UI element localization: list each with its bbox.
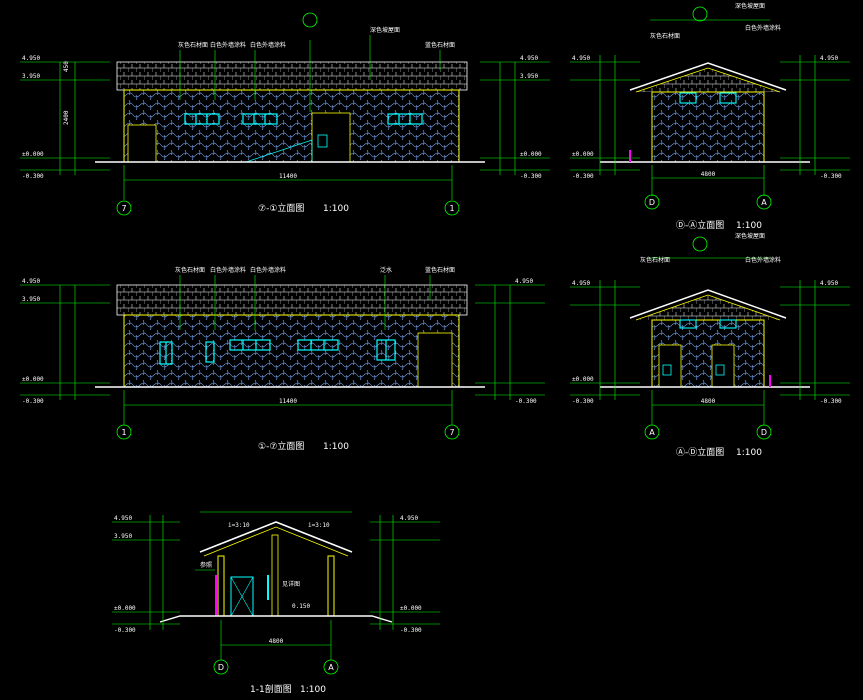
- section-elev-roof: 4.950: [114, 515, 132, 522]
- front-dim-3: 2400: [63, 110, 70, 125]
- side-left-width: 4800: [701, 398, 716, 405]
- side-right-elev-outdoor-r: -0.300: [820, 173, 842, 180]
- front-elev-ground: ±0.000: [22, 151, 44, 158]
- front-scale: 1:100: [323, 204, 349, 214]
- front-title: ⑦-①立面图: [258, 202, 304, 214]
- front-elev-roof-r: 4.950: [520, 55, 538, 62]
- section-elev-ground-r: ±0.000: [400, 605, 422, 612]
- front-total-width: 11400: [279, 173, 297, 180]
- front-note-1: 灰色石材面: [178, 41, 208, 49]
- section-elev-roof-r: 4.950: [400, 515, 418, 522]
- back-elev-ground: ±0.000: [22, 376, 44, 383]
- side-right-axis-right: A: [761, 198, 767, 207]
- back-elev-outdoor: -0.300: [22, 398, 44, 405]
- section-elev-ground: ±0.000: [114, 605, 136, 612]
- front-dim-1: 450: [63, 61, 70, 72]
- section-width: 4800: [269, 638, 284, 645]
- side-left-scale: 1:100: [736, 448, 762, 458]
- front-elev-outdoor: -0.300: [22, 173, 44, 180]
- side-left-axis-right: D: [761, 428, 767, 437]
- back-note-5: 蓝色石材面: [425, 266, 455, 274]
- front-note-3: 白色外墙涂料: [250, 41, 286, 49]
- back-note-4: 泛水: [380, 266, 392, 274]
- side-right-note-3: 白色外墙涂料: [745, 24, 781, 32]
- back-elev-roof-r: 4.950: [515, 278, 533, 285]
- back-total-width: 11400: [279, 398, 297, 405]
- front-elev-eave: 3.950: [22, 73, 40, 80]
- side-left-elev-roof-r: 4.950: [820, 280, 838, 287]
- side-left-note-2: 灰色石材面: [640, 256, 670, 264]
- section-floor-level: 0.150: [292, 603, 310, 610]
- front-elev-outdoor-r: -0.300: [520, 173, 542, 180]
- side-left-axis-left: A: [649, 428, 655, 437]
- section-axis-right: A: [328, 663, 334, 672]
- section-note: 见详图: [282, 580, 300, 588]
- back-axis-left: 1: [121, 428, 126, 437]
- side-left-elev-ground: ±0.000: [572, 376, 594, 383]
- back-elevation: [20, 275, 545, 440]
- back-scale: 1:100: [323, 442, 349, 452]
- front-elevation: [20, 12, 550, 216]
- section-elev-outdoor-r: -0.300: [400, 627, 422, 634]
- side-right-elev-outdoor: -0.300: [572, 173, 594, 180]
- front-elev-ground-r: ±0.000: [520, 151, 542, 158]
- side-right-note-1: 深色坡屋面: [735, 2, 765, 10]
- side-left-elev-roof: 4.950: [572, 280, 590, 287]
- side-left-note-1: 深色坡屋面: [735, 232, 765, 240]
- back-elev-roof: 4.950: [22, 278, 40, 285]
- section-title: 1-1剖面图: [250, 683, 292, 695]
- section-elev-outdoor: -0.300: [114, 627, 136, 634]
- back-note-2: 白色外墙涂料: [210, 266, 246, 274]
- side-left-elev-outdoor-r: -0.300: [820, 398, 842, 405]
- front-note-2: 白色外墙涂料: [210, 41, 246, 49]
- side-left-note-3: 白色外墙涂料: [745, 256, 781, 264]
- front-axis-left: 7: [121, 204, 126, 213]
- front-elev-roof: 4.950: [22, 55, 40, 62]
- side-right-scale: 1:100: [736, 221, 762, 231]
- side-left-elevation: [570, 236, 850, 440]
- section-slope-left: i=3:10: [228, 522, 250, 529]
- back-elev-outdoor-r: -0.300: [515, 398, 537, 405]
- side-right-title: Ⓓ-Ⓐ立面图: [676, 219, 724, 231]
- back-elev-eave: 3.950: [22, 296, 40, 303]
- section-axis-left: D: [218, 663, 224, 672]
- side-right-note-2: 灰色石材面: [650, 32, 680, 40]
- side-left-elev-outdoor: -0.300: [572, 398, 594, 405]
- section-elev-eave: 3.950: [114, 533, 132, 540]
- front-note-5: 蓝色石材面: [425, 41, 455, 49]
- back-note-1: 灰色石材面: [175, 266, 205, 274]
- side-right-width: 4800: [701, 171, 716, 178]
- side-right-elevation: [570, 6, 850, 210]
- front-note-4: 深色坡屋面: [370, 26, 400, 34]
- side-right-axis-left: D: [649, 198, 655, 207]
- back-title: ①-⑦立面图: [258, 440, 304, 452]
- side-right-elev-roof-r: 4.950: [820, 55, 838, 62]
- back-note-3: 白色外墙涂料: [250, 266, 286, 274]
- front-axis-right: 1: [449, 204, 454, 213]
- section-note-2: 参照: [200, 561, 212, 569]
- section-scale: 1:100: [300, 685, 326, 695]
- section-slope-right: i=3:10: [308, 522, 330, 529]
- back-axis-right: 7: [449, 428, 454, 437]
- side-right-elev-roof: 4.950: [572, 55, 590, 62]
- front-elev-eave-r: 3.950: [520, 73, 538, 80]
- section-view: [112, 511, 440, 675]
- side-left-title: Ⓐ-Ⓓ立面图: [676, 446, 724, 458]
- side-right-elev-ground: ±0.000: [572, 151, 594, 158]
